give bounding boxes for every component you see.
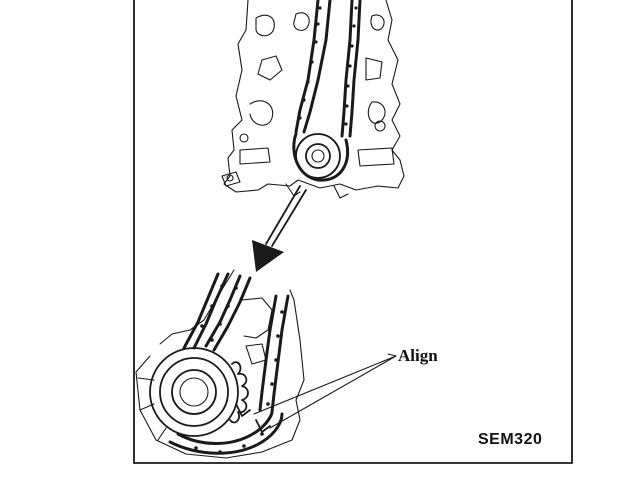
sprocket-alignment-mark <box>235 403 251 417</box>
engine-front-view <box>221 0 405 199</box>
crank-sprocket-detail <box>135 269 305 459</box>
enlargement-arrow <box>252 185 307 272</box>
align-leader-lines <box>253 353 397 429</box>
figure-code-label: SEM320 <box>478 431 542 448</box>
figure-frame <box>133 0 573 464</box>
align-callout-label: Align <box>398 346 438 365</box>
chain-alignment-mark <box>255 419 271 433</box>
